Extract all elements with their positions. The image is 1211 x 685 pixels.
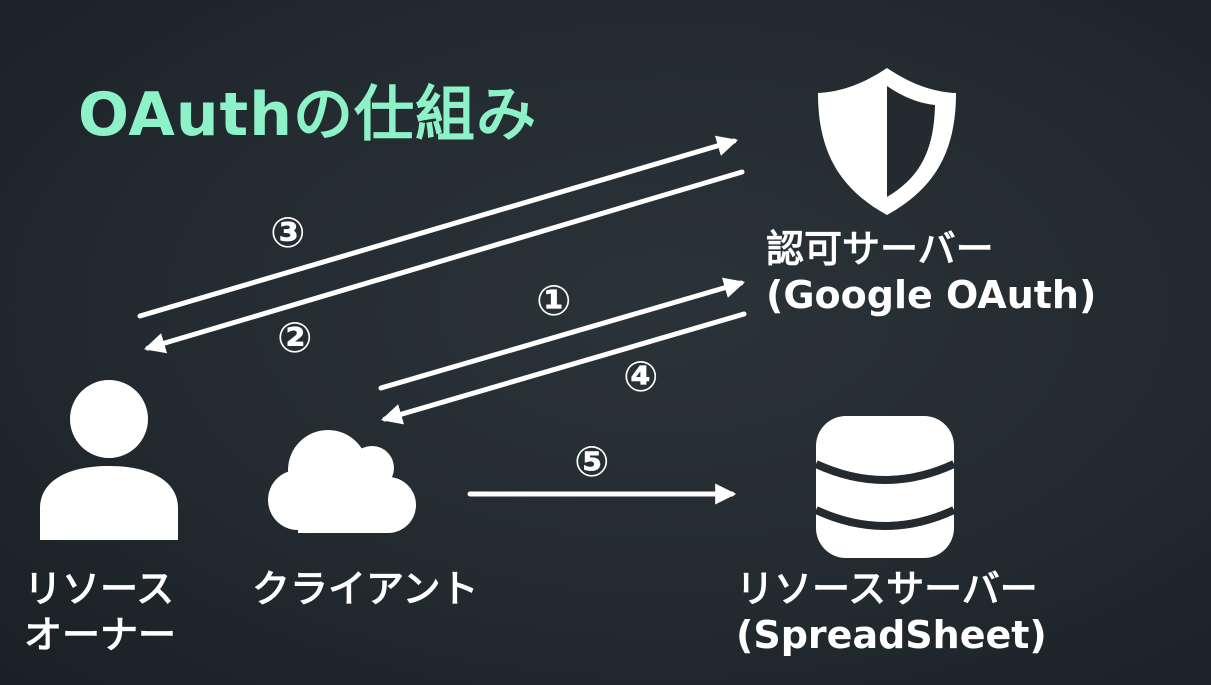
step-3-number: ③ xyxy=(270,208,306,257)
shield-icon xyxy=(818,68,956,215)
arrow-step-2 xyxy=(143,169,745,354)
client-label: クライアント xyxy=(252,566,478,612)
client-name: クライアント xyxy=(252,567,479,611)
step-1-number: ① xyxy=(536,276,572,325)
person-icon xyxy=(40,380,178,540)
arrow-step-1 xyxy=(378,277,746,391)
step-5-number: ⑤ xyxy=(574,437,610,486)
step-4-number: ④ xyxy=(623,352,659,401)
resource-owner-line1: リソース xyxy=(24,567,175,611)
resource-owner-line2: オーナー xyxy=(24,613,177,658)
resource-server-provider: (SpreadSheet) xyxy=(736,613,1047,658)
arrow-step-3 xyxy=(137,135,739,319)
resource-owner-label: リソース オーナー xyxy=(24,566,176,659)
auth-server-name: 認可サーバー xyxy=(766,227,994,271)
cloud-icon xyxy=(268,430,416,533)
database-icon xyxy=(814,416,956,558)
page-title: OAuthの仕組み xyxy=(78,80,537,150)
resource-server-label: リソースサーバー (SpreadSheet) xyxy=(736,566,1047,659)
resource-server-name: リソースサーバー xyxy=(736,567,1038,611)
auth-server-label: 認可サーバー (Google OAuth) xyxy=(766,226,1096,319)
step-2-number: ② xyxy=(277,313,313,362)
auth-server-provider: (Google OAuth) xyxy=(766,273,1097,318)
arrow-step-4 xyxy=(380,311,747,425)
